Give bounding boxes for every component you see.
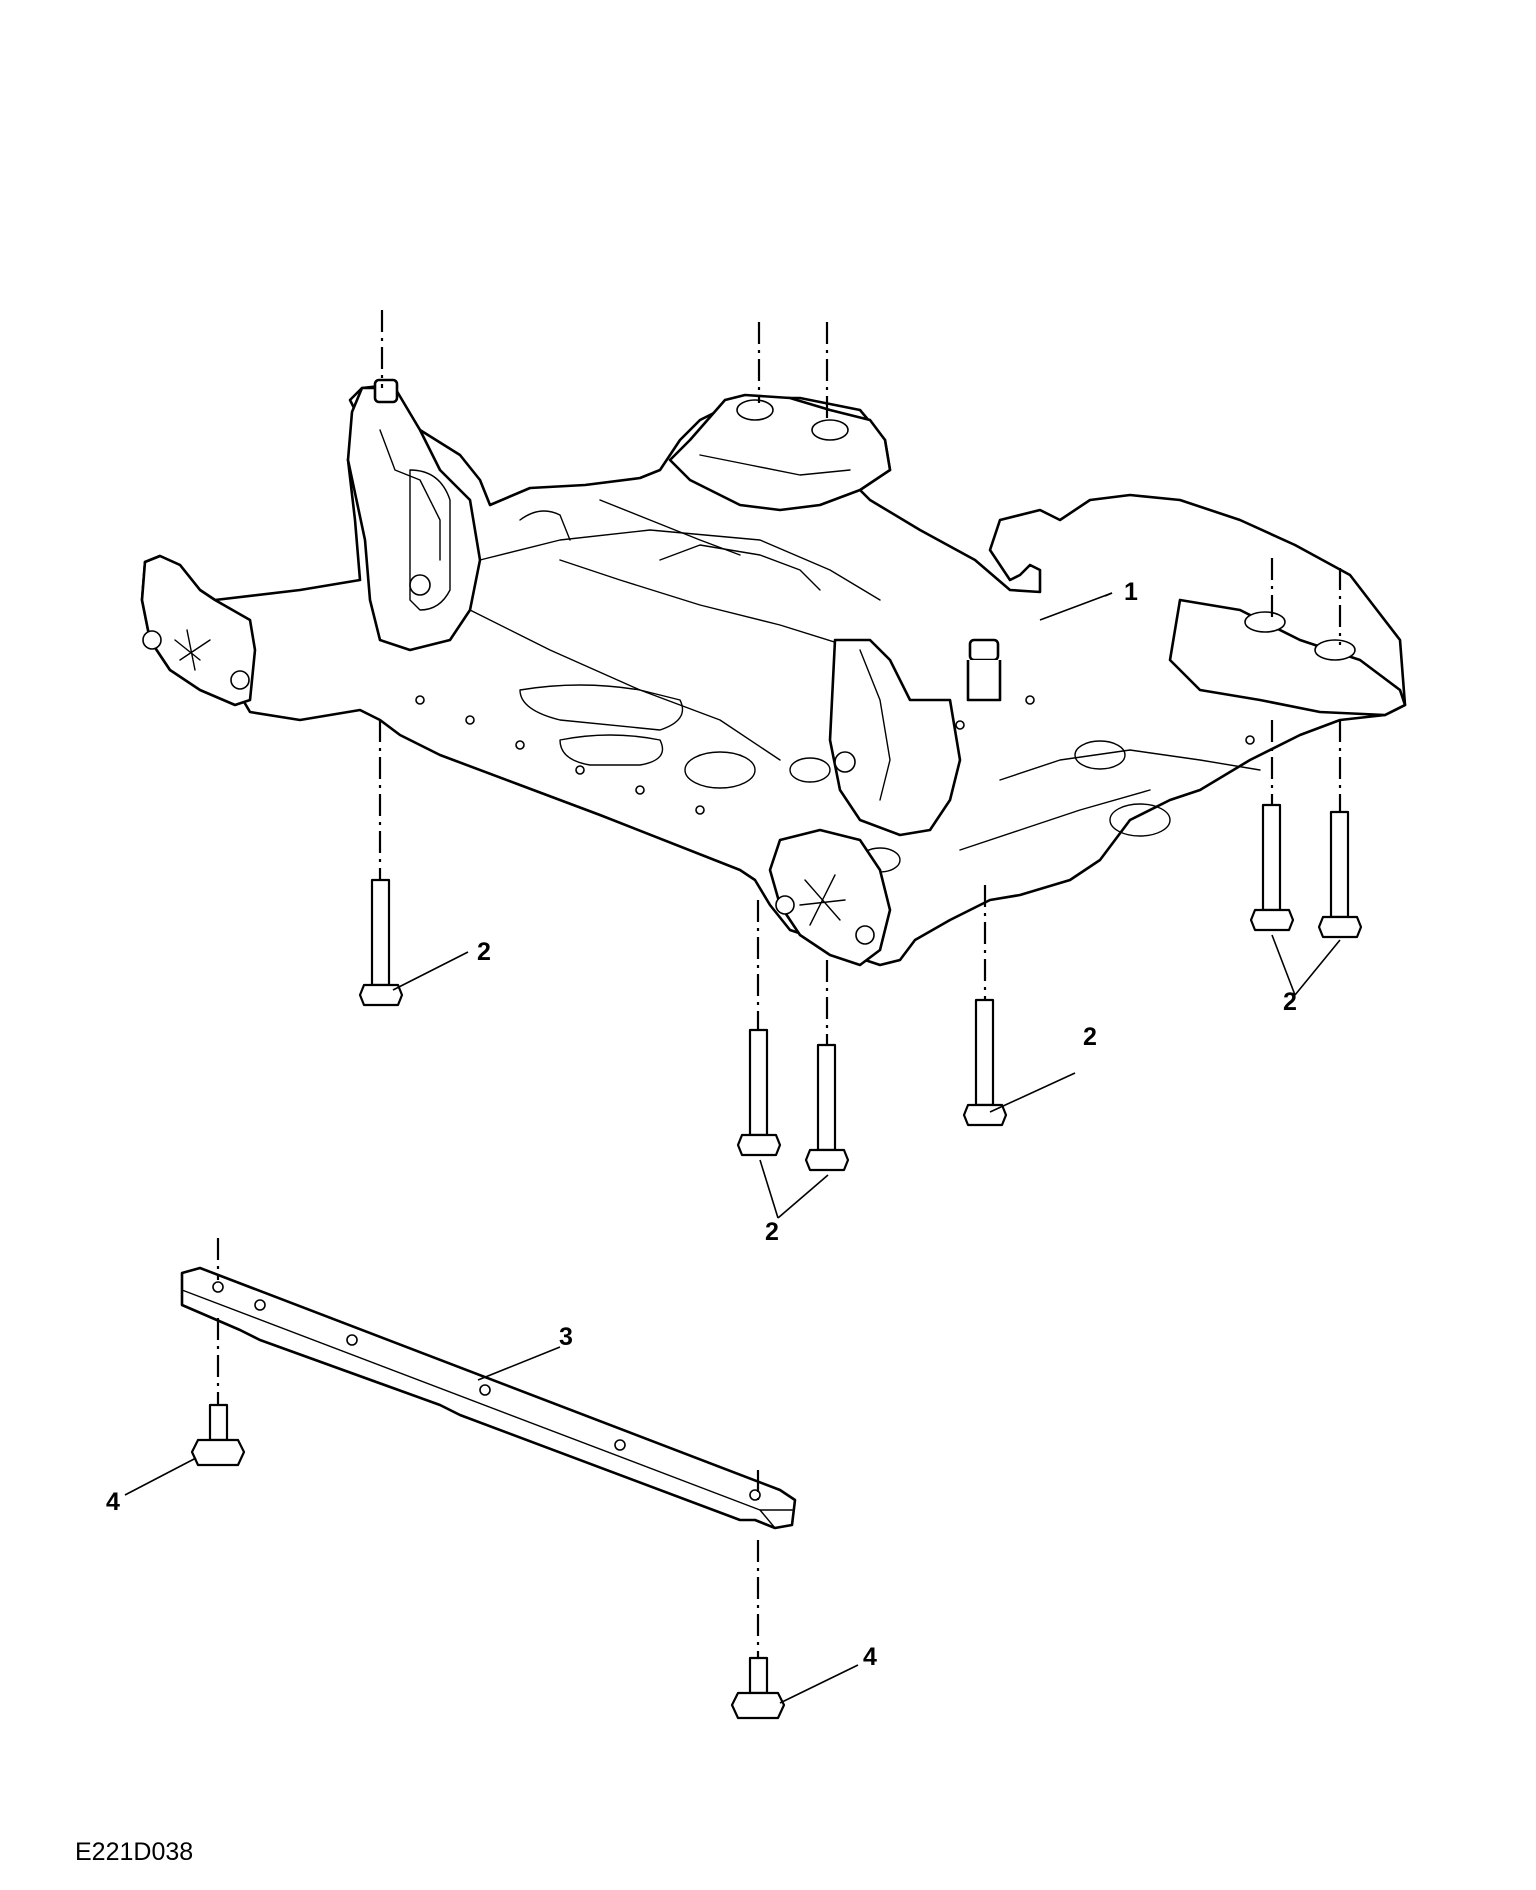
- leader-lines: [124, 592, 1341, 1704]
- callouts: 1 2 2 2 2 3 4 4: [106, 578, 1297, 1671]
- callout-2-rear-left: 2: [477, 938, 491, 966]
- callout-4-right: 4: [863, 1643, 877, 1671]
- bolt-front-right: [962, 998, 1008, 1127]
- callout-2-front-pair: 2: [765, 1218, 779, 1246]
- callout-1: 1: [1124, 578, 1138, 606]
- callout-2-right-pair: 2: [1283, 988, 1297, 1016]
- bolt-set: [358, 803, 1363, 1172]
- nut-right: [730, 1656, 786, 1720]
- bolt-right-b: [1317, 810, 1363, 939]
- nut-left: [190, 1403, 246, 1467]
- callout-3: 3: [559, 1323, 573, 1351]
- bolt-rear-left: [358, 878, 404, 1007]
- subframe: [140, 378, 1407, 967]
- brace: [180, 1266, 797, 1530]
- nut-set: [190, 1403, 786, 1720]
- bolt-front-left-a: [736, 1028, 782, 1157]
- bolt-front-left-b: [804, 1043, 850, 1172]
- assembly-axes: [216, 310, 1342, 1658]
- callout-2-front-right: 2: [1083, 1023, 1097, 1051]
- callout-4-left: 4: [106, 1488, 120, 1516]
- figure-id: E221D038: [75, 1838, 193, 1866]
- bolt-right-a: [1249, 803, 1295, 932]
